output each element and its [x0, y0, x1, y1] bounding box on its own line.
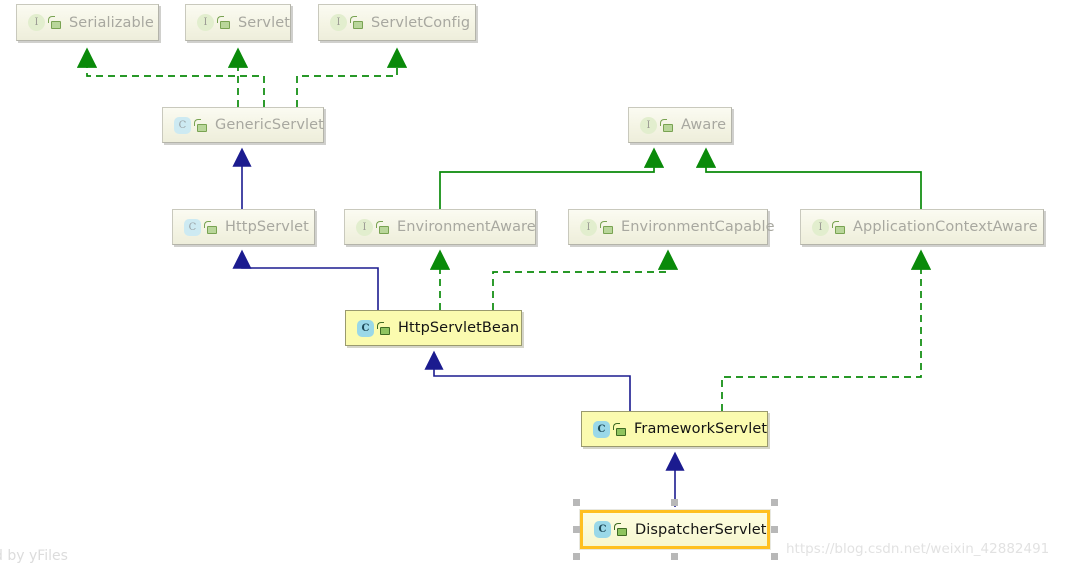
selection-handle[interactable]	[671, 499, 678, 506]
yfiles-watermark: d by yFiles	[0, 548, 68, 564]
node-aware[interactable]: I Aware	[628, 107, 732, 143]
selection-handle[interactable]	[573, 499, 580, 506]
unlocked-padlock-icon	[376, 220, 390, 235]
unlocked-padlock-icon	[613, 422, 627, 437]
unlocked-padlock-icon	[217, 15, 231, 30]
node-environmentcapable[interactable]: I EnvironmentCapable	[568, 209, 775, 245]
unlocked-padlock-icon	[48, 15, 62, 30]
node-dispatcherservlet[interactable]: C DispatcherServlet	[580, 510, 770, 549]
node-label: FrameworkServlet	[634, 421, 768, 437]
interface-icon: I	[330, 14, 347, 31]
unlocked-padlock-icon	[832, 220, 846, 235]
node-genericservlet[interactable]: C GenericServlet	[162, 107, 324, 143]
class-icon: C	[357, 319, 374, 337]
selection-handle[interactable]	[671, 553, 678, 560]
unlocked-padlock-icon	[377, 321, 391, 336]
node-httpservlet[interactable]: C HttpServlet	[172, 209, 315, 245]
interface-icon: I	[28, 14, 45, 31]
interface-icon: I	[640, 116, 657, 134]
interface-icon: I	[197, 14, 214, 31]
selection-handle[interactable]	[771, 553, 778, 560]
interface-icon: I	[812, 218, 829, 236]
edge-genericservlet-to-serializable[interactable]	[76, 47, 265, 107]
node-environmentaware[interactable]: I EnvironmentAware	[344, 209, 536, 245]
node-httpservletbean[interactable]: C HttpServletBean	[345, 310, 522, 346]
node-label: Servlet	[238, 14, 291, 31]
node-label: HttpServletBean	[398, 320, 520, 336]
node-serializable[interactable]: I Serializable	[16, 4, 159, 41]
unlocked-padlock-icon	[204, 220, 218, 235]
node-label: ServletConfig	[371, 14, 471, 31]
node-label: Serializable	[69, 14, 154, 31]
class-icon: C	[184, 218, 201, 236]
node-label: ApplicationContextAware	[853, 219, 1038, 235]
node-label: EnvironmentAware	[397, 219, 536, 235]
edge-frameworkservlet-to-applicationcontextaware[interactable]	[721, 249, 932, 411]
interface-icon: I	[580, 218, 597, 236]
edge-httpservletbean-to-environmentcapable[interactable]	[492, 249, 679, 310]
node-frameworkservlet[interactable]: C FrameworkServlet	[581, 411, 768, 447]
node-label: DispatcherServlet	[635, 521, 767, 538]
node-label: HttpServlet	[225, 219, 309, 235]
interface-icon: I	[356, 218, 373, 236]
edge-genericservlet-to-servletconfig[interactable]	[296, 47, 408, 107]
selection-handle[interactable]	[771, 499, 778, 506]
class-icon: C	[594, 521, 611, 538]
csdn-watermark: https://blog.csdn.net/weixin_42882491	[786, 541, 1050, 557]
unlocked-padlock-icon	[600, 220, 614, 235]
selection-handle[interactable]	[573, 553, 580, 560]
edge-applicationcontextaware-to-aware[interactable]	[695, 147, 922, 209]
node-label: GenericServlet	[215, 117, 324, 133]
edge-environmentaware-to-aware[interactable]	[439, 147, 665, 209]
unlocked-padlock-icon	[660, 118, 674, 133]
unlocked-padlock-icon	[350, 15, 364, 30]
node-servlet[interactable]: I Servlet	[185, 4, 291, 41]
node-label: Aware	[681, 117, 727, 133]
node-applicationcontextaware[interactable]: I ApplicationContextAware	[800, 209, 1044, 245]
class-icon: C	[593, 420, 610, 438]
unlocked-padlock-icon	[614, 522, 628, 537]
node-servletconfig[interactable]: I ServletConfig	[318, 4, 476, 41]
edge-httpservletbean-to-httpservlet[interactable]	[232, 249, 379, 310]
selection-handle[interactable]	[771, 526, 778, 533]
class-icon: C	[174, 116, 191, 134]
unlocked-padlock-icon	[194, 118, 208, 133]
selection-handle[interactable]	[573, 526, 580, 533]
node-label: EnvironmentCapable	[621, 219, 775, 235]
edge-frameworkservlet-to-httpservletbean[interactable]	[424, 350, 631, 411]
